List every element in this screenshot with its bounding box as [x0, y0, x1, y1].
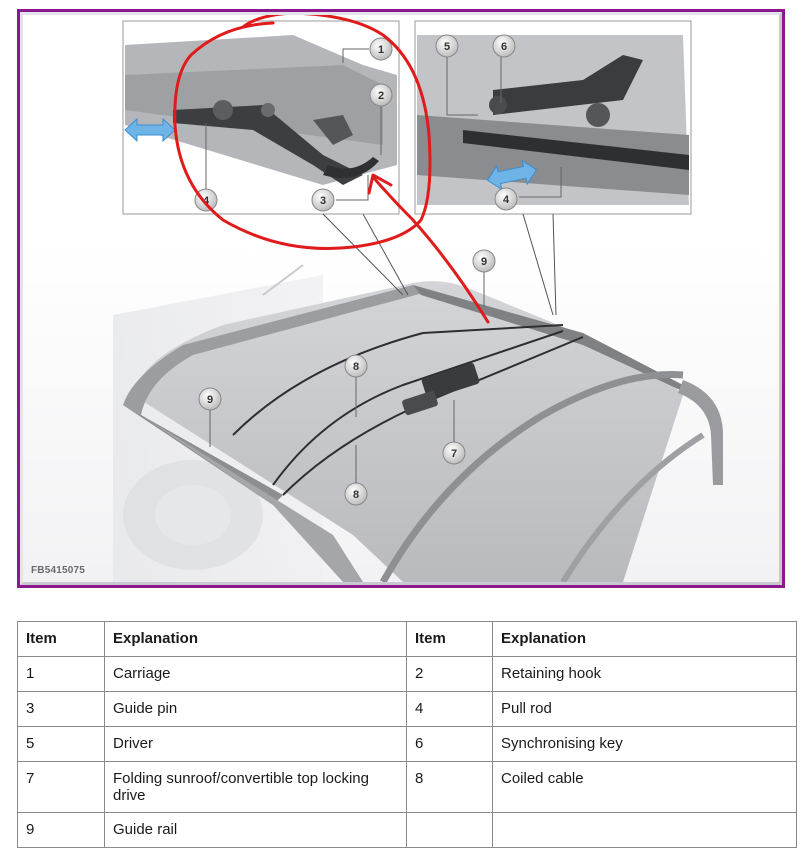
item-explanation: Folding sunroof/convertible top locking … — [104, 761, 407, 813]
item-explanation: Pull rod — [492, 691, 797, 727]
item-explanation: Synchronising key — [492, 726, 797, 762]
svg-text:6: 6 — [501, 41, 507, 53]
callout-5: 5 — [435, 34, 459, 58]
item-explanation — [492, 812, 797, 848]
retaining-hook-detail — [323, 157, 379, 178]
table-row: 9 Guide rail — [17, 812, 797, 848]
item-number: 2 — [406, 656, 493, 692]
driver-detail — [493, 55, 643, 115]
pull-rod-detail — [173, 105, 363, 185]
item-number: 9 — [17, 812, 105, 848]
callout-9-front: 9 — [198, 387, 222, 411]
table-header-row: Item Explanation Item Explanation — [17, 621, 797, 657]
callout-4-left: 4 — [194, 188, 218, 212]
table-row: 1 Carriage 2 Retaining hook — [17, 656, 797, 692]
figure-frame: 1 2 3 4 5 6 4 9 9 8 8 7 — [17, 9, 785, 588]
pull-rod-detail-right — [463, 130, 689, 170]
svg-text:4: 4 — [503, 194, 510, 206]
callout-3: 3 — [311, 188, 335, 212]
callout-9-rear: 9 — [472, 249, 496, 273]
item-explanation: Carriage — [104, 656, 407, 692]
header-explanation: Explanation — [104, 621, 407, 657]
header-item-2: Item — [406, 621, 493, 657]
svg-text:5: 5 — [444, 41, 450, 53]
callout-2: 2 — [369, 83, 393, 107]
svg-text:8: 8 — [353, 489, 359, 501]
roof-panel — [133, 281, 683, 582]
item-number: 1 — [17, 656, 105, 692]
item-number: 6 — [406, 726, 493, 762]
item-number: 7 — [17, 761, 105, 813]
item-explanation: Driver — [104, 726, 407, 762]
callout-4-right: 4 — [494, 187, 518, 211]
item-explanation: Guide pin — [104, 691, 407, 727]
svg-text:7: 7 — [451, 448, 457, 460]
double-arrow-icon — [486, 159, 538, 191]
item-explanation: Guide rail — [104, 812, 407, 848]
table-row: 5 Driver 6 Synchronising key — [17, 726, 797, 762]
header-item: Item — [17, 621, 105, 657]
red-annotation-circle — [173, 15, 432, 250]
item-number: 5 — [17, 726, 105, 762]
red-annotation-arrow — [367, 173, 490, 324]
locking-drive — [421, 362, 480, 400]
svg-text:2: 2 — [378, 90, 384, 102]
svg-text:1: 1 — [378, 44, 384, 56]
callout-8-upper: 8 — [344, 354, 368, 378]
callout-8-lower: 8 — [344, 482, 368, 506]
item-explanation: Retaining hook — [492, 656, 797, 692]
svg-text:3: 3 — [320, 195, 326, 207]
legend-table: Item Explanation Item Explanation 1 Carr… — [17, 621, 797, 848]
coiled-cable — [272, 330, 564, 486]
table-row: 7 Folding sunroof/convertible top lockin… — [17, 761, 797, 813]
item-number: 4 — [406, 691, 493, 727]
item-explanation: Coiled cable — [492, 761, 797, 813]
callout-6: 6 — [492, 34, 516, 58]
svg-text:4: 4 — [203, 195, 210, 207]
convertible-top-diagram: 1 2 3 4 5 6 4 9 9 8 8 7 — [113, 15, 723, 582]
callout-7: 7 — [442, 441, 466, 465]
item-number: 8 — [406, 761, 493, 813]
table-row: 3 Guide pin 4 Pull rod — [17, 691, 797, 727]
svg-text:8: 8 — [353, 361, 359, 373]
svg-text:9: 9 — [207, 394, 213, 406]
item-number: 3 — [17, 691, 105, 727]
header-explanation-2: Explanation — [492, 621, 797, 657]
svg-text:9: 9 — [481, 256, 487, 268]
figure-code: FB5415075 — [31, 565, 86, 576]
callout-1: 1 — [369, 37, 393, 61]
item-number — [406, 812, 493, 848]
figure-inner: 1 2 3 4 5 6 4 9 9 8 8 7 — [20, 12, 782, 585]
